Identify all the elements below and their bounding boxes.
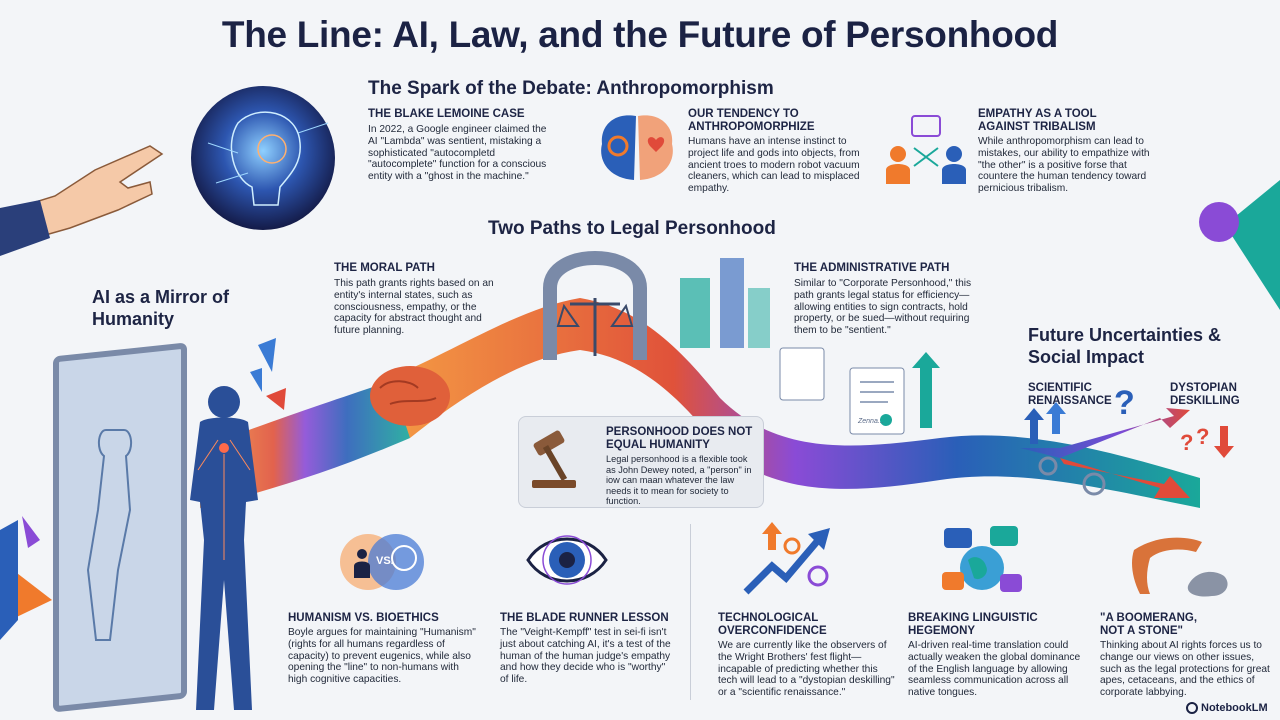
humanism-vs-icon bbox=[340, 534, 424, 590]
brand-text: NotebookLM bbox=[1201, 702, 1268, 714]
bottom-divider-1 bbox=[690, 524, 691, 700]
tendency-title: OUR TENDENCY TO ANTHROPOMORPHIZE bbox=[688, 108, 815, 133]
bottom-4-body: Thinking about AI rights forces us to ch… bbox=[1100, 640, 1270, 699]
mirror-heading: AI as a Mirror of Humanity bbox=[92, 287, 230, 329]
tendency-body: Humans have an intense instinct to proje… bbox=[688, 136, 860, 195]
document-scribble: Zenna... bbox=[858, 418, 884, 425]
admin-title: THE ADMINISTRATIVE PATH bbox=[794, 262, 950, 274]
eye-icon bbox=[526, 535, 608, 585]
future-right-label: DYSTOPIAN DESKILLING bbox=[1170, 382, 1240, 407]
gavel-icon bbox=[532, 430, 576, 488]
bottom-0-title: HUMANISM VS. BIOETHICS bbox=[288, 612, 439, 624]
empathy-title: EMPATHY AS A TOOL AGAINST TRIBALISM bbox=[978, 108, 1097, 133]
empathy-body: While anthropomorphism can lead to mista… bbox=[978, 136, 1150, 195]
bottom-0-body: Boyle argues for maintaining "Humanism" … bbox=[288, 627, 476, 686]
admin-body: Similar to "Corporate Personhood," this … bbox=[794, 278, 972, 337]
globe-chat-icon bbox=[942, 526, 1022, 592]
future-heading: Future Uncertainties & Social Impact bbox=[1028, 325, 1222, 367]
future-left-label: SCIENTIFIC RENAISSANCE bbox=[1028, 382, 1112, 407]
svg-text:?: ? bbox=[1180, 430, 1193, 455]
brain-orb bbox=[168, 83, 358, 233]
brand-logo: NotebookLM bbox=[1186, 702, 1268, 714]
humanism-vs-text: VS. bbox=[376, 555, 394, 567]
hand-brain-illustration bbox=[0, 145, 164, 256]
paths-heading: Two Paths to Legal Personhood bbox=[488, 218, 776, 239]
bottom-2-body: We are currently like the observers of t… bbox=[718, 640, 895, 699]
overconfidence-arrow-gears-icon bbox=[743, 522, 830, 595]
spark-heading: The Spark of the Debate: Anthropomorphis… bbox=[368, 78, 774, 99]
svg-text:?: ? bbox=[1196, 424, 1209, 449]
bottom-3-title: BREAKING LINGUISTIC HEGEMONY bbox=[908, 612, 1038, 637]
bottom-4-title: "A BOOMERANG, NOT A STONE" bbox=[1100, 612, 1198, 637]
page-title: The Line: AI, Law, and the Future of Per… bbox=[221, 14, 1059, 55]
bottom-1-body: The "Veight-Kempff" test in sei-fi isn't… bbox=[500, 627, 671, 686]
boomerang-stone-icon bbox=[1132, 537, 1228, 597]
svg-text:?: ? bbox=[1114, 384, 1135, 422]
bottom-3-body: AI-driven real-time translation could ac… bbox=[908, 640, 1081, 699]
brain-heart-icon bbox=[601, 115, 673, 180]
bottom-2-title: TECHNOLOGICAL OVERCONFIDENCE bbox=[718, 612, 827, 637]
empathy-people-icon bbox=[886, 115, 966, 184]
notebooklm-icon bbox=[1186, 702, 1198, 714]
not-equal-title: PERSONHOOD DOES NOT EQUAL HUMANITY bbox=[606, 426, 753, 451]
moral-title: THE MORAL PATH bbox=[334, 262, 435, 274]
moral-body: This path grants rights based on an enti… bbox=[334, 278, 494, 337]
not-equal-body: Legal personhood is a flexible took as J… bbox=[606, 454, 752, 507]
mirror-figure-illustration bbox=[53, 343, 258, 712]
blake-title: THE BLAKE LEMOINE CASE bbox=[368, 108, 525, 120]
blake-body: In 2022, a Google engineer claimed the A… bbox=[368, 124, 547, 183]
bottom-1-title: THE BLADE RUNNER LESSON bbox=[500, 612, 669, 624]
